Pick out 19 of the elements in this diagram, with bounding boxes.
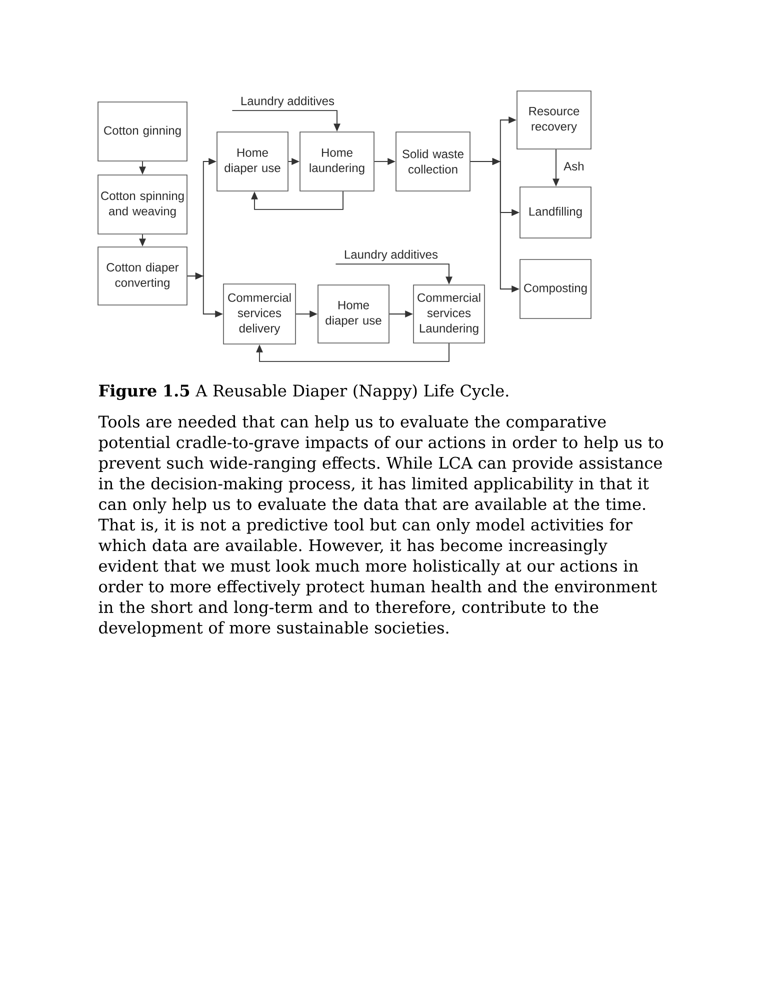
flow-arrow bbox=[251, 190, 344, 210]
process-box: Home diaper use bbox=[318, 284, 390, 344]
input-label: Laundry additives bbox=[344, 250, 438, 262]
process-box: Cotton diaper converting bbox=[98, 246, 188, 306]
figure-caption: Figure 1.5 A Reusable Diaper (Nappy) Life Cycle. bbox=[99, 384, 508, 400]
process-box: Commercial services Laundering bbox=[413, 284, 485, 344]
process-box: Cotton ginning bbox=[98, 102, 188, 162]
flow-arrow bbox=[256, 342, 450, 362]
process-box: Home laundering bbox=[300, 132, 374, 192]
edge-label: Ash bbox=[562, 160, 586, 172]
process-box: Cotton spinning and weaving bbox=[98, 174, 188, 234]
process-box: Home diaper use bbox=[216, 132, 288, 192]
input-label: Laundry additives bbox=[241, 96, 334, 108]
body-paragraph: Tools are needed that can help us to evaluate the comparative potential cradle-to-grave impacts of our actions in order to help us to prevent such wide-ranging effects. While LCA can provide assistance in the decision-making process, it has limited applicability in that it can only help us to evaluate the data that are available at the time. That is, it is not a predictive tool but can only model activities for which data are available. However, it has become increasingly evident that we must look much more holistically at our actions in order to more effectively protect human health and the environment in the short and long-term and to therefore, contribute to the development of more sustainable societies. bbox=[98, 415, 664, 637]
process-box: Composting bbox=[520, 259, 592, 319]
process-box: Resource recovery bbox=[516, 90, 592, 150]
process-box: Commercial services delivery bbox=[223, 284, 296, 344]
process-box: Landfilling bbox=[520, 186, 592, 238]
process-box: Solid waste collection bbox=[396, 132, 470, 192]
